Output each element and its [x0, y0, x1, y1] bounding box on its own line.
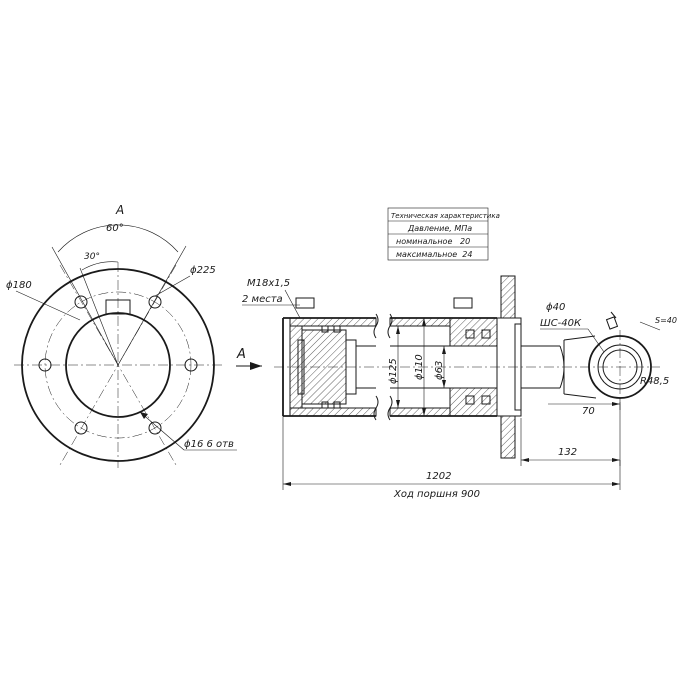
bolt-hole [148, 421, 162, 435]
spec-table-row2: номинальное 20 [396, 237, 470, 246]
angle-arc-60 [57, 224, 179, 253]
view-label: A [115, 203, 124, 217]
bolt-hole [74, 421, 88, 435]
dia-bore-label: ϕ125 [388, 358, 399, 384]
dia-pin-label: ϕ40 [546, 302, 565, 313]
cylinder-section: M18x1,5 2 места [242, 275, 677, 500]
view-arrow: A [236, 347, 262, 370]
gland-seal [465, 395, 475, 405]
dim-arrow [521, 458, 529, 462]
s-label: S=40 [655, 316, 677, 325]
barrel-wall-top [389, 317, 451, 327]
radius-label: R48,5 [640, 376, 669, 387]
dim-arrow [396, 400, 400, 408]
dim-arrow [612, 402, 620, 406]
flange-view: A 60° 30° ϕ180 ϕ225 [6, 203, 237, 468]
barrel-wall-top [289, 317, 377, 327]
bearing-label: ШС-40К [540, 318, 582, 329]
dim-arrow [396, 326, 400, 334]
leader-dia-225 [154, 275, 191, 297]
dim-arrow [442, 346, 446, 354]
clevis-neck [563, 335, 597, 399]
dim-arrow [612, 458, 620, 462]
dia-bolt-label: ϕ225 [190, 265, 216, 276]
spec-table-title: Техническая характеристика [391, 212, 500, 220]
leader-arrow [140, 412, 148, 419]
dim-arrow [283, 482, 291, 486]
spec-table: Техническая характеристика Давление, МПа… [387, 207, 500, 261]
piston-seal [321, 325, 329, 333]
spec-table-row3: максимальное 24 [396, 250, 472, 259]
dia-rod-label: ϕ63 [434, 361, 445, 380]
port-boss-front [453, 297, 473, 309]
view-arrow-head [250, 362, 262, 370]
mounting-flange [500, 415, 516, 459]
port-boss-rear [295, 297, 315, 309]
grease-fitting [605, 316, 619, 330]
barrel-wall-bottom [289, 407, 377, 417]
leader-dia-180 [15, 290, 81, 321]
thread-count-label: 2 места [242, 294, 283, 305]
dim-arrow [442, 380, 446, 388]
barrel-wall-bottom [389, 407, 451, 417]
thread-label: M18x1,5 [247, 278, 290, 289]
angle-outer-label: 60° [106, 223, 124, 234]
bearing-leader [587, 328, 605, 353]
gland-seal [481, 329, 491, 339]
thread-leader [284, 289, 301, 319]
dia-body-label: ϕ110 [414, 354, 425, 380]
dim-arrow [422, 318, 426, 326]
gland-seal [481, 395, 491, 405]
angle-arc-30 [81, 261, 119, 271]
dim-arrow [422, 408, 426, 416]
mounting-flange [500, 275, 516, 319]
stroke-label: Ход поршня 900 [393, 489, 480, 500]
s-leader [639, 321, 661, 331]
leader-holes [139, 411, 185, 451]
dim-132-label: 132 [558, 447, 577, 458]
piston-seal [333, 401, 341, 409]
dim-70-label: 70 [582, 406, 595, 417]
centerline-diag [59, 264, 177, 466]
dim-arrow [612, 482, 620, 486]
angle-inner-label: 30° [84, 252, 100, 262]
dim-1202-label: 1202 [426, 471, 451, 482]
bolt-hole [74, 295, 88, 309]
arrow-label: A [236, 347, 246, 362]
gland-seal [465, 329, 475, 339]
piston-seal [333, 325, 341, 333]
grease-fitting-tip [610, 311, 617, 319]
holes-label: ϕ16 6 отв [184, 439, 234, 450]
dia-outer-label: ϕ180 [6, 280, 32, 291]
piston-seal [321, 401, 329, 409]
spec-table-row1: Давление, МПа [407, 224, 472, 233]
